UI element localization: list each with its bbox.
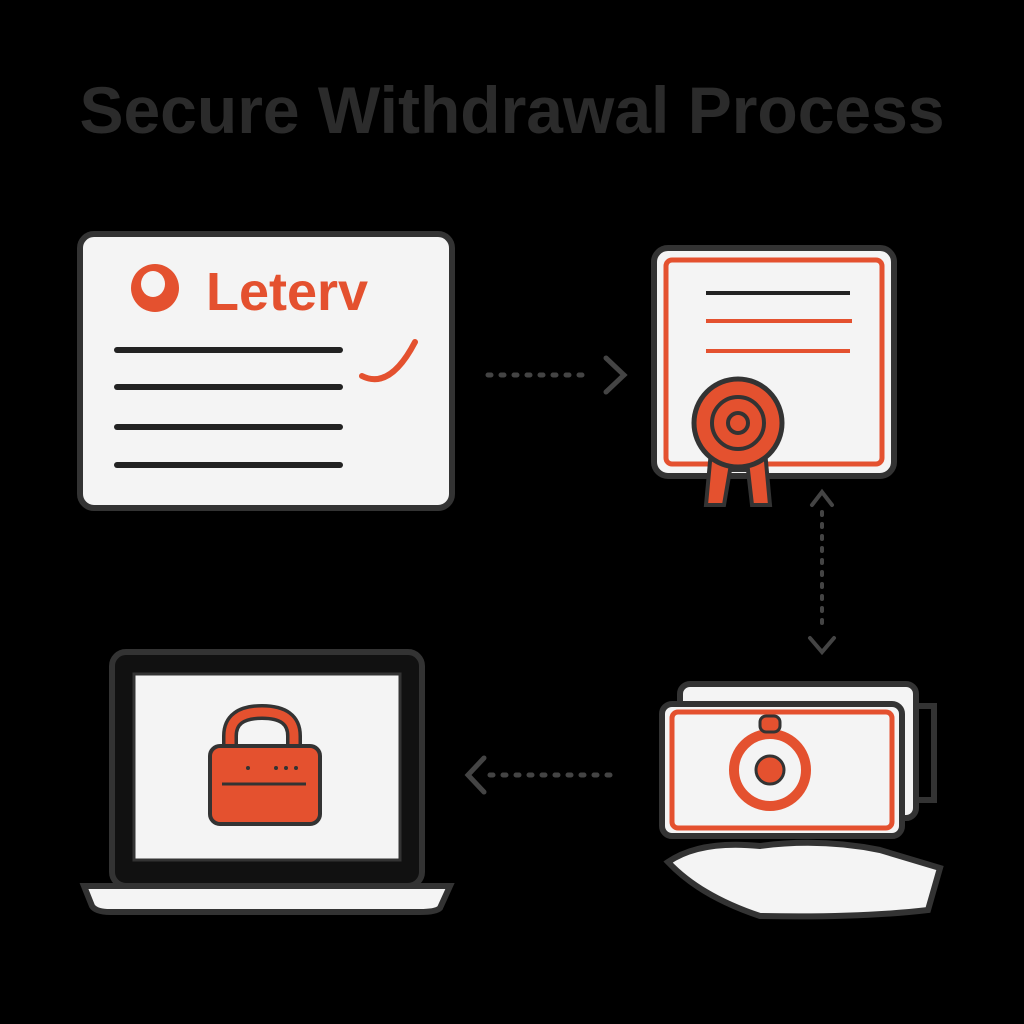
laptop-lock-icon (79, 649, 455, 915)
signature-icon (359, 339, 418, 383)
letter-document-icon: Leterv (77, 231, 455, 511)
page-title: Secure Withdrawal Process (79, 73, 945, 147)
arrow-vertical-icon (808, 488, 836, 656)
brand-name: Leterv (206, 262, 368, 322)
hand-holding-card-icon (659, 681, 944, 920)
brand-logo-icon (131, 264, 179, 312)
arrow-left-icon (464, 755, 613, 795)
arrow-right-icon (485, 355, 628, 395)
certificate-seal-icon (651, 245, 897, 507)
lock-icon (208, 703, 322, 826)
